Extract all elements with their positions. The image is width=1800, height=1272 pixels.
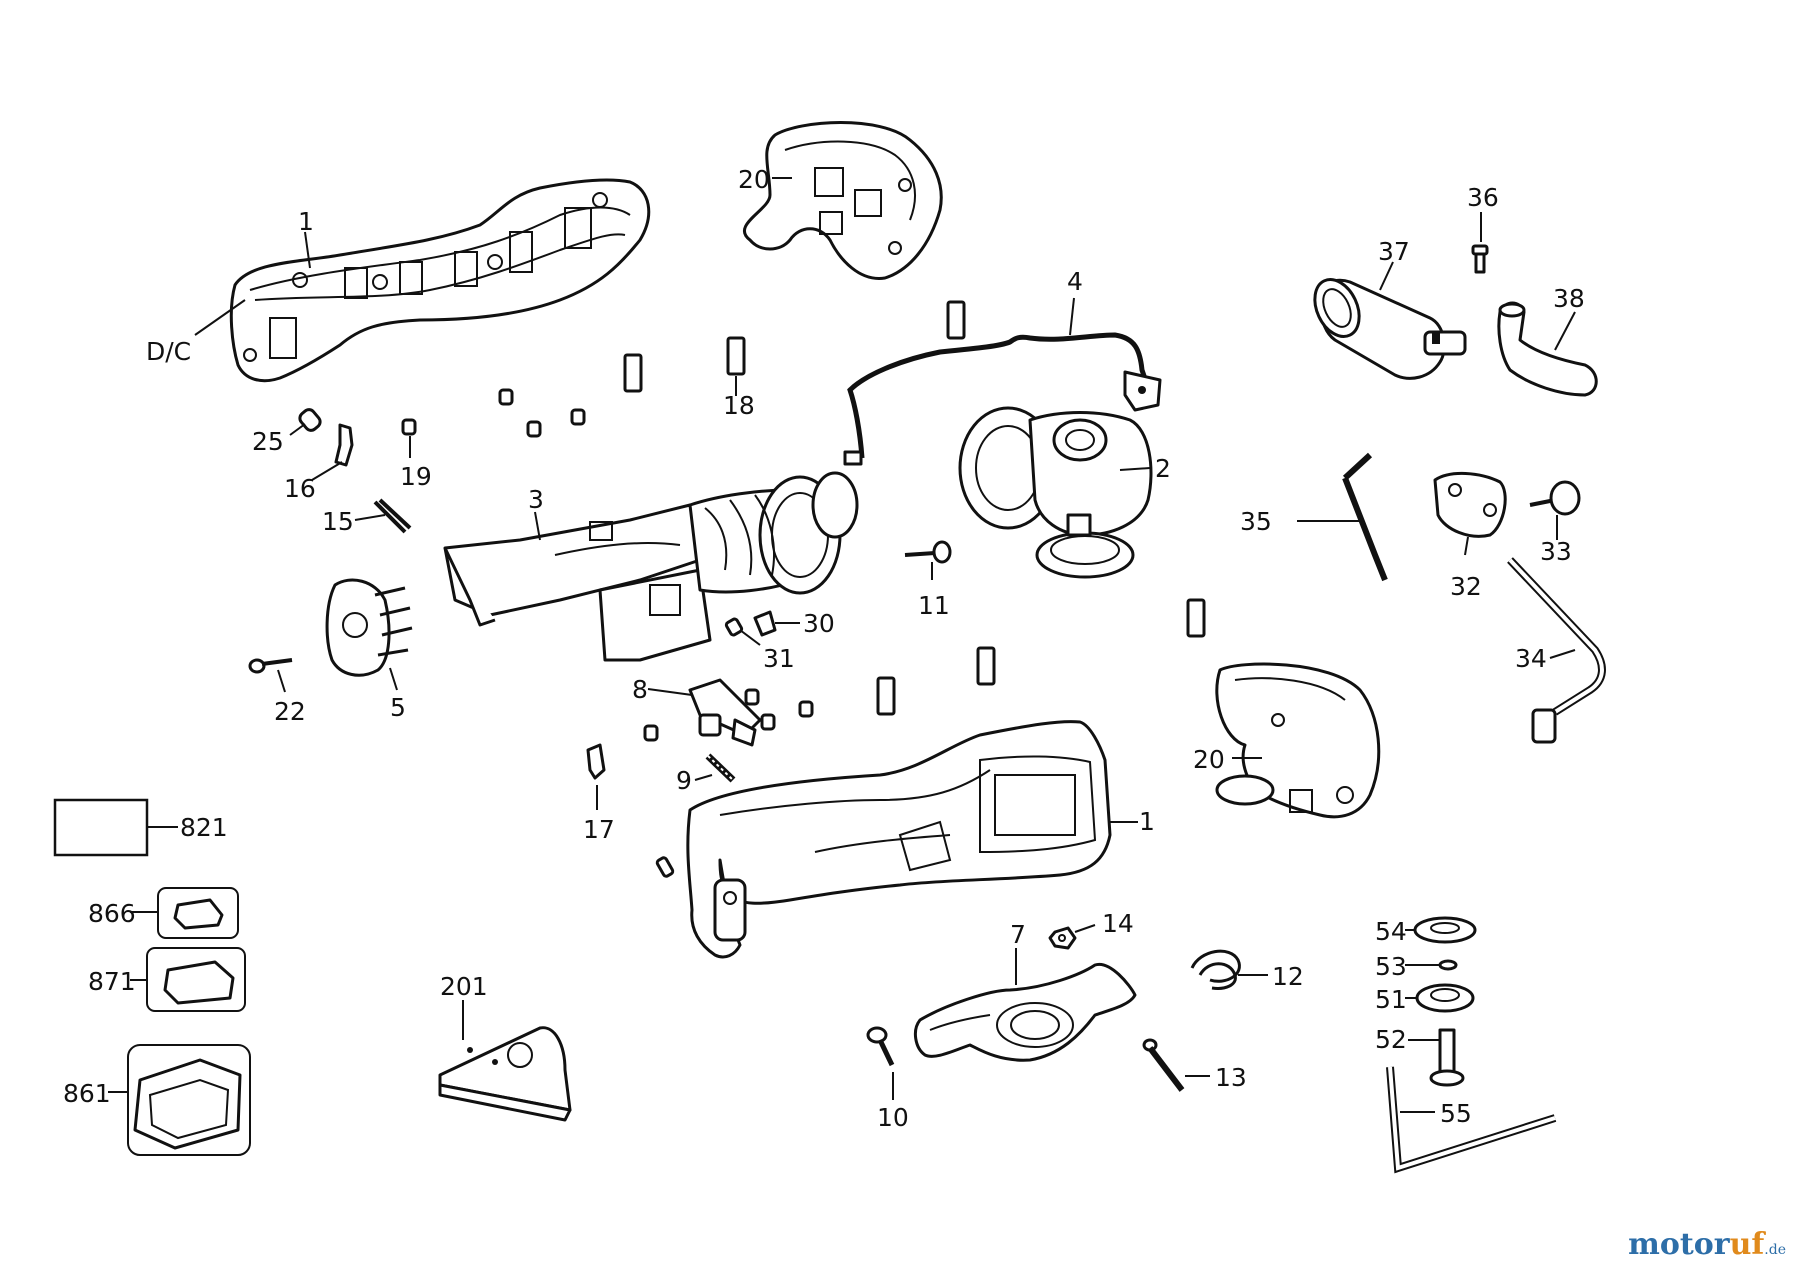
washer-53: [1438, 959, 1458, 971]
label-14: 14: [1102, 909, 1134, 938]
label-37: 37: [1378, 237, 1410, 266]
watermark: motoruf.de: [1628, 1227, 1786, 1262]
label-11: 11: [918, 591, 950, 620]
label-3: 3: [528, 485, 544, 514]
label-20-lower: 20: [1193, 745, 1225, 774]
nose-cover-lower: [1215, 662, 1381, 819]
clip-17: [586, 743, 606, 780]
watermark-main: motor: [1628, 1227, 1730, 1262]
pin-15: [373, 498, 412, 534]
label-33: 33: [1540, 537, 1572, 566]
nut-30: [753, 610, 777, 637]
label-54: 54: [1375, 917, 1407, 946]
flange-51: [1415, 983, 1475, 1013]
end-cap-5: [325, 578, 413, 677]
screw-36: [1471, 244, 1489, 274]
label-861: 861: [63, 1079, 111, 1108]
gear-head-2: [958, 406, 1153, 579]
bushing-31: [724, 617, 744, 637]
label-51: 51: [1375, 985, 1407, 1014]
label-7: 7: [1010, 920, 1026, 949]
label-9: 9: [676, 766, 692, 795]
label-1-upper: 1: [298, 207, 314, 236]
placeholder-box-821: [53, 798, 149, 857]
screw-22: [248, 658, 293, 674]
label-17: 17: [583, 815, 615, 844]
sanding-pad-201: [438, 1026, 572, 1122]
hex-key-35: [1342, 452, 1388, 582]
battery-866: [157, 887, 239, 939]
knob-33: [1529, 480, 1581, 516]
label-2: 2: [1155, 454, 1171, 483]
charger-871: [146, 947, 246, 1012]
hex-key-55: [1386, 1066, 1557, 1174]
label-5: 5: [390, 693, 406, 722]
label-8: 8: [632, 675, 648, 704]
spring-clip-12: [1190, 949, 1241, 990]
label-53: 53: [1375, 952, 1407, 981]
screw-11: [904, 540, 952, 564]
label-19: 19: [400, 462, 432, 491]
locking-part-32: [1433, 471, 1507, 538]
label-35: 35: [1240, 507, 1272, 536]
label-1-lower: 1: [1139, 807, 1155, 836]
label-10: 10: [877, 1103, 909, 1132]
label-31: 31: [763, 644, 795, 673]
label-866: 866: [88, 899, 136, 928]
label-52: 52: [1375, 1025, 1407, 1054]
label-15: 15: [322, 507, 354, 536]
label-20-upper: 20: [738, 165, 770, 194]
wire-bracket-4: [843, 332, 1162, 466]
label-55: 55: [1440, 1099, 1472, 1128]
label-36: 36: [1467, 183, 1499, 212]
nose-cover-top: [742, 121, 943, 280]
flange-54: [1413, 916, 1477, 944]
bolt-52: [1429, 1028, 1465, 1087]
motor-assembly-3: [443, 471, 859, 662]
label-30: 30: [803, 609, 835, 638]
label-821: 821: [180, 813, 228, 842]
dust-adapter-37: [1313, 278, 1467, 380]
label-22: 22: [274, 697, 306, 726]
clip-16: [334, 423, 354, 467]
label-13: 13: [1215, 1063, 1247, 1092]
bent-rod-34: [1507, 557, 1606, 744]
watermark-accent: uf: [1729, 1227, 1765, 1262]
label-18: 18: [723, 391, 755, 420]
spring-9: [705, 753, 736, 783]
small-parts-middle: [643, 598, 1206, 742]
label-871: 871: [88, 967, 136, 996]
label-4: 4: [1067, 267, 1083, 296]
lever-8: [688, 678, 762, 747]
label-38: 38: [1553, 284, 1585, 313]
nut-14: [1048, 926, 1077, 950]
hose-elbow-38: [1497, 301, 1598, 397]
watermark-tld: .de: [1764, 1242, 1786, 1258]
case-861: [127, 1044, 251, 1156]
label-25: 25: [252, 427, 284, 456]
label-32: 32: [1450, 572, 1482, 601]
housing-half-upper: [229, 178, 651, 383]
label-201: 201: [440, 972, 488, 1001]
label-dc: D/C: [146, 337, 191, 366]
clamp-7: [913, 962, 1137, 1062]
label-34: 34: [1515, 644, 1547, 673]
label-16: 16: [284, 474, 316, 503]
label-12: 12: [1272, 962, 1304, 991]
pin-13: [1142, 1038, 1185, 1092]
tool-body-assembled: [655, 720, 1112, 959]
screw-10: [866, 1026, 895, 1067]
